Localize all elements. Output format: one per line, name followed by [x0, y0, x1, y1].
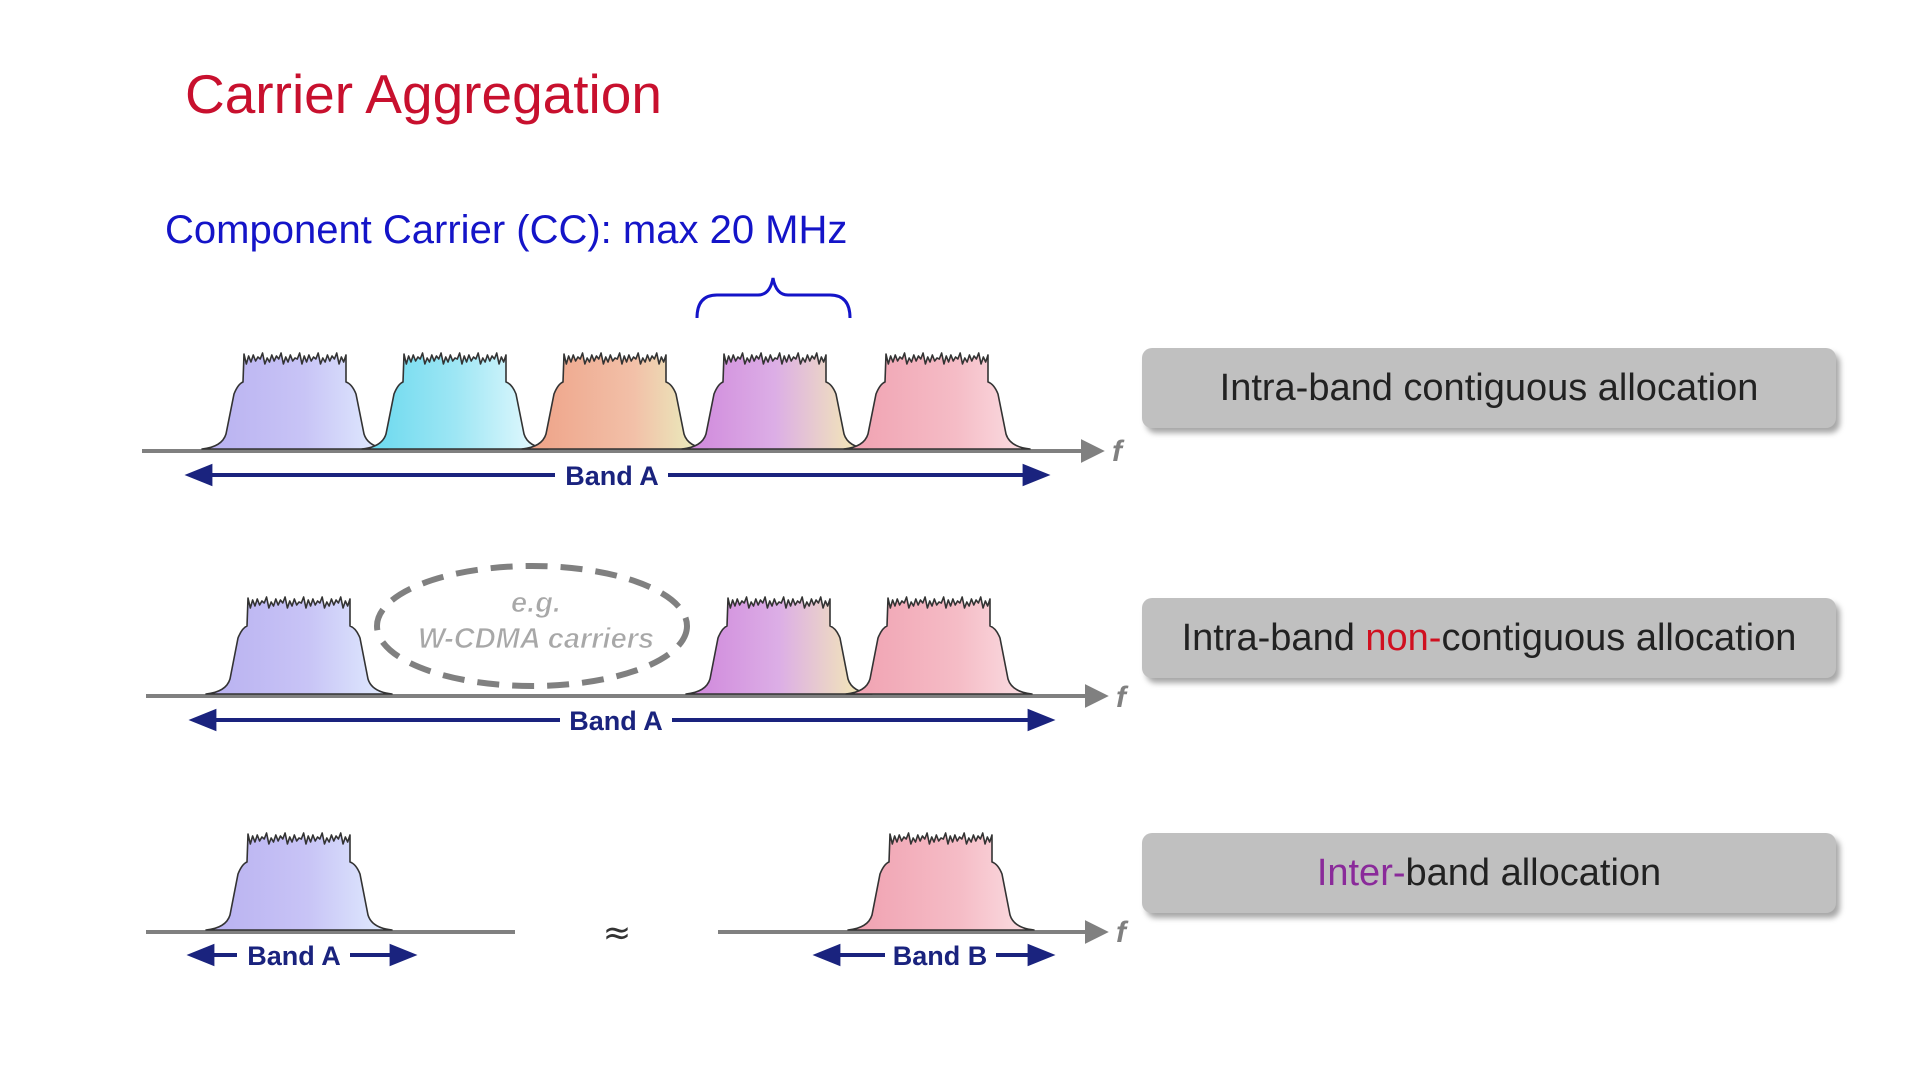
- band-b-label-row3: Band B: [893, 941, 988, 971]
- carrier-spectrum-row1-4: [681, 352, 869, 450]
- carrier-spectrum-row3-1: [205, 832, 393, 931]
- wcdma-gap-outline: [374, 563, 690, 689]
- band-a-label-row3: Band A: [247, 941, 341, 971]
- inter-band-suffix: band allocation: [1405, 851, 1662, 894]
- inter-band-box: Inter-band allocation: [1142, 833, 1836, 913]
- carrier-spectrum-row2-3: [845, 596, 1033, 695]
- intra-band-contiguous-box: Intra-band contiguous allocation: [1142, 348, 1836, 428]
- carrier-spectrum-row2-2: [685, 596, 873, 695]
- non-contiguous-prefix: Intra-band: [1181, 616, 1366, 659]
- slide-title: Carrier Aggregation: [185, 63, 662, 125]
- component-carrier-brace: [695, 277, 852, 319]
- axis-label-row1: f: [1112, 435, 1125, 468]
- band-a-label-row2: Band A: [569, 706, 663, 736]
- intra-band-contiguous-text: Intra-band contiguous allocation: [1219, 366, 1759, 409]
- carrier-spectrum-row1-5: [843, 352, 1031, 450]
- non-contiguous-highlight: non-: [1365, 616, 1442, 659]
- band-a-label-row1: Band A: [565, 461, 659, 491]
- carrier-spectrum-row1-1: [201, 352, 389, 450]
- carrier-spectrum-row2-1: [205, 596, 393, 695]
- non-contiguous-suffix: contiguous allocation: [1441, 616, 1797, 659]
- axis-label-row2: f: [1116, 681, 1129, 714]
- gap-note-line1: e.g.: [511, 587, 561, 619]
- carrier-spectrum-row1-3: [521, 352, 709, 450]
- axis-label-row3: f: [1116, 916, 1129, 949]
- intra-band-non-contiguous-box: Intra-band non-contiguous allocation: [1142, 598, 1836, 678]
- component-carrier-label: Component Carrier (CC): max 20 MHz: [165, 208, 848, 252]
- axis-break-symbol: ≈: [603, 913, 632, 953]
- gap-note-line2: W-CDMA carriers: [418, 623, 654, 655]
- carrier-spectrum-row1-2: [361, 352, 549, 450]
- carrier-spectrum-row3-2: [847, 832, 1035, 931]
- inter-band-highlight: Inter-: [1316, 851, 1406, 894]
